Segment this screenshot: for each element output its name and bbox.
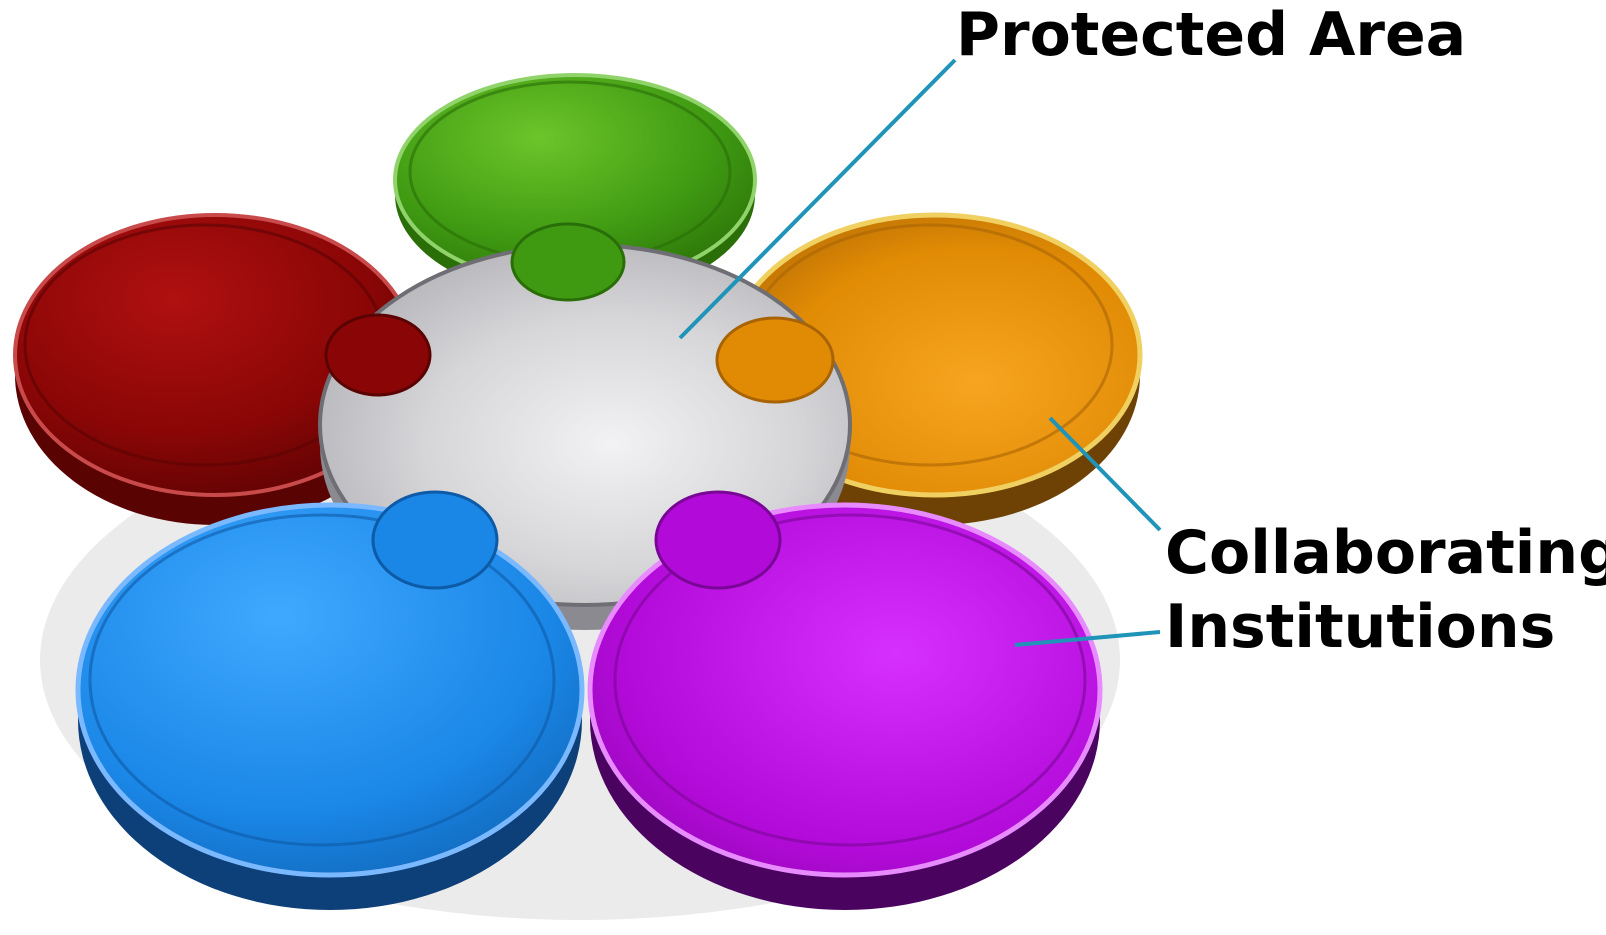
red-piece xyxy=(13,213,417,525)
blue-piece xyxy=(75,490,585,910)
protected-area-leader-line xyxy=(678,58,957,340)
collaborating-label-line2: Institutions xyxy=(1165,592,1556,662)
collaborating-institutions-label: Collaborating Institutions xyxy=(1165,516,1606,664)
collaborating-leader-line-purple xyxy=(1014,630,1161,647)
protected-area-label: Protected Area xyxy=(956,0,1467,70)
collaborating-leader-line-orange xyxy=(1048,416,1162,532)
purple-piece xyxy=(587,490,1103,910)
collaborating-label-line1: Collaborating xyxy=(1165,518,1606,588)
green-piece xyxy=(393,73,757,300)
